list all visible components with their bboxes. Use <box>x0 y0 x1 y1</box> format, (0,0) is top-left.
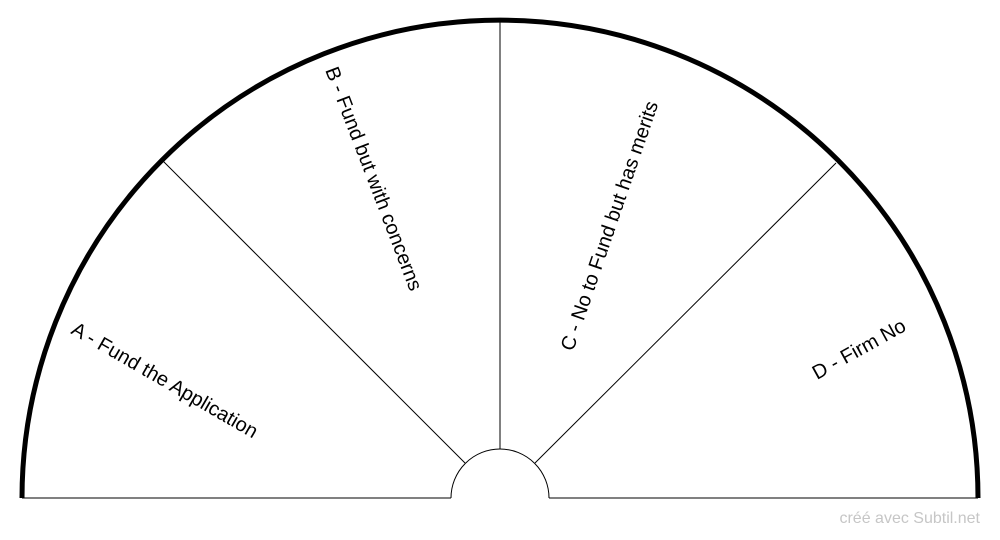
divider-a-b <box>161 159 466 464</box>
outer-arc <box>19 17 981 499</box>
credit-text: créé avec Subtil.net <box>839 510 980 527</box>
divider-c-d <box>534 162 837 464</box>
segment-label-b: B - Fund but with concerns <box>320 64 426 294</box>
inner-arc <box>450 448 550 499</box>
segment-label-d: D - Firm No <box>809 315 910 384</box>
segment-label-a: A - Fund the Application <box>68 318 262 443</box>
segment-label-c: C - No to Fund but has merits <box>557 98 663 353</box>
